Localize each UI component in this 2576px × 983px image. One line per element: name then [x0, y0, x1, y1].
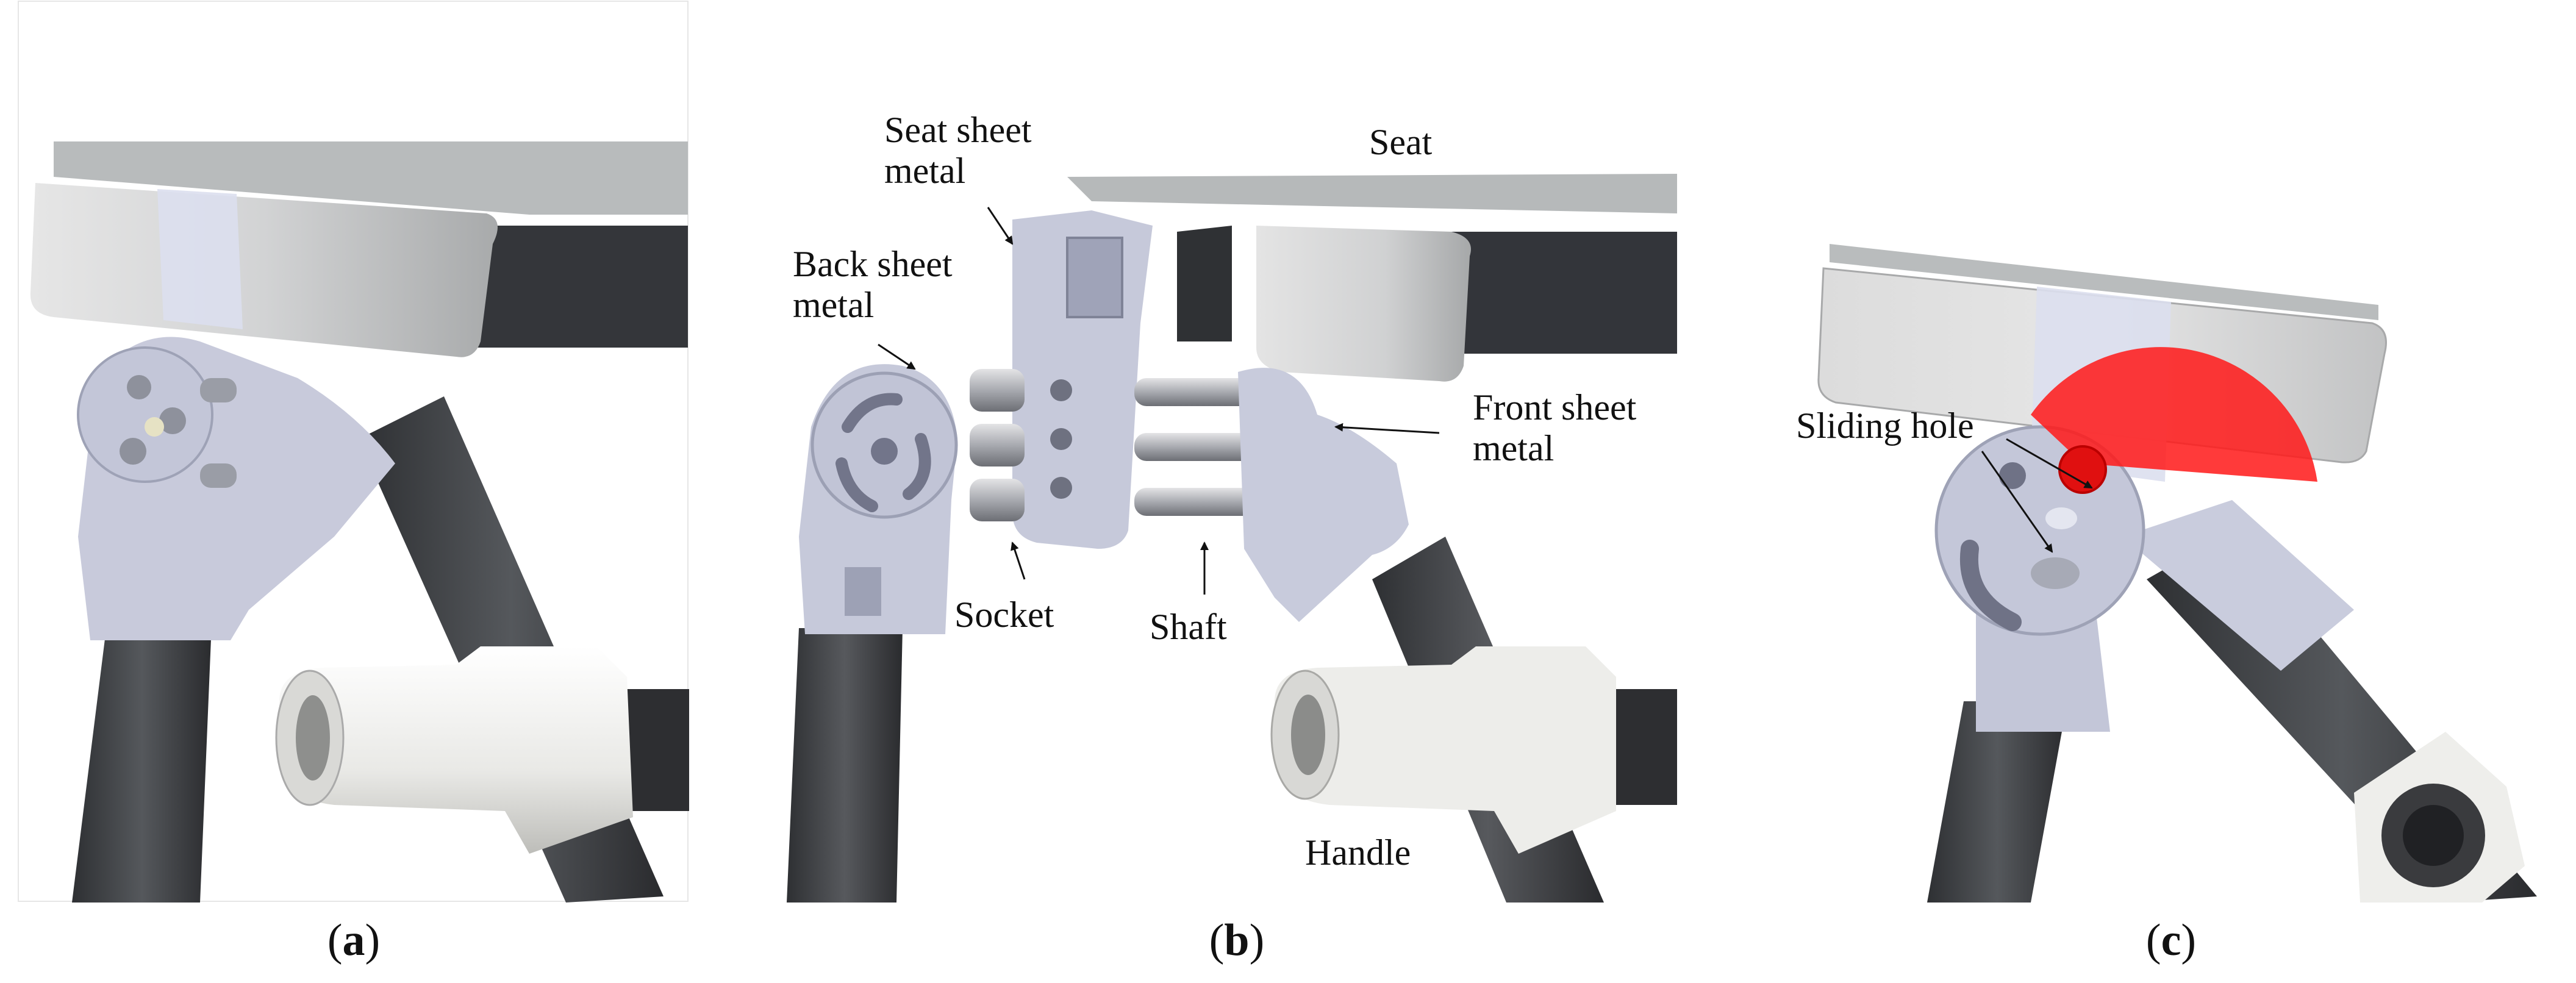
- shaft-end: [2031, 557, 2080, 589]
- seat-top-plate: [1067, 174, 1677, 213]
- handle: [1275, 646, 1616, 854]
- label-seat-sheet-metal-line1: Seat sheet: [884, 110, 1032, 150]
- shaft-end: [2058, 445, 2107, 494]
- shaft-end: [120, 438, 146, 465]
- label-front-sheet-metal-line1: Front sheet: [1473, 387, 1637, 427]
- label-back-sheet-metal: Back sheet metal: [793, 244, 953, 326]
- shaft: [1134, 433, 1256, 461]
- seat-block: [30, 183, 498, 357]
- seat-rail: [1445, 232, 1677, 354]
- vertical-leg: [72, 610, 212, 903]
- pin: [200, 378, 237, 402]
- label-seat-sheet-metal-line2: metal: [884, 151, 966, 191]
- caption-b: (b): [1209, 915, 1265, 965]
- panel-c: [1744, 0, 2576, 903]
- sliding-hole: [1959, 540, 2022, 631]
- center-hole: [871, 438, 898, 465]
- seat-top-plate: [54, 141, 688, 215]
- socket-hole: [1050, 428, 1072, 450]
- shaft: [1134, 378, 1256, 406]
- label-sliding-hole: Sliding hole: [1796, 406, 1974, 446]
- panel-b: [750, 0, 1677, 903]
- socket: [970, 424, 1025, 466]
- front-sheet-metal: [1238, 368, 1409, 622]
- handle-bore-inner: [2403, 805, 2464, 866]
- caption-b-letter: b: [1224, 915, 1250, 965]
- label-handle: Handle: [1305, 832, 1411, 873]
- vertical-leg: [787, 628, 903, 903]
- shaft-end: [1999, 462, 2026, 489]
- label-seat-sheet-metal: Seat sheet metal: [884, 110, 1032, 191]
- panel-c-render: [1817, 244, 2537, 903]
- caption-c: (c): [2145, 915, 2197, 965]
- caption-a: (a): [327, 915, 381, 965]
- seat-block: [1256, 226, 1471, 382]
- label-back-sheet-metal-line2: metal: [793, 285, 875, 326]
- seat-rail-end: [1177, 226, 1232, 341]
- label-socket: Socket: [954, 595, 1054, 635]
- vertical-leg: [1927, 701, 2067, 903]
- front-sheet-metal: [2122, 500, 2354, 671]
- square-tube-opening: [1066, 237, 1123, 318]
- shaft-end: [127, 375, 151, 399]
- seat-rail: [456, 226, 688, 348]
- panel-b-render: [787, 174, 1677, 903]
- caption-a-letter: a: [342, 915, 365, 965]
- handle: [279, 646, 633, 854]
- sliding-slot: [842, 393, 903, 433]
- label-front-sheet-metal: Front sheet metal: [1473, 387, 1636, 469]
- leg-slot: [845, 567, 881, 616]
- handle-bore-inner: [296, 695, 330, 781]
- sliding-slot: [835, 457, 878, 512]
- panel-a: [17, 0, 689, 903]
- label-back-sheet-metal-line1: Back sheet: [793, 244, 953, 284]
- caption-c-letter: c: [2161, 915, 2181, 965]
- socket-hole: [1050, 379, 1072, 401]
- handle-bore-inner: [1291, 695, 1325, 775]
- seat-top-plate: [1830, 244, 2378, 320]
- shaft-end: [159, 407, 186, 434]
- label-seat: Seat: [1369, 122, 1433, 162]
- sliding-slot: [903, 433, 931, 500]
- socket: [970, 369, 1025, 412]
- shaft: [1134, 488, 1256, 516]
- pin: [200, 463, 237, 488]
- shaft-end: [2045, 507, 2077, 529]
- socket: [970, 479, 1025, 521]
- back-disc: [77, 346, 213, 483]
- strap: [157, 189, 243, 329]
- socket-hole: [1050, 477, 1072, 499]
- rotation-sector-highlight: [2031, 347, 2317, 482]
- label-shaft: Shaft: [1150, 607, 1227, 647]
- label-front-sheet-metal-line2: metal: [1473, 428, 1555, 469]
- panel-a-render: [18, 1, 689, 903]
- center-bolt: [145, 417, 164, 437]
